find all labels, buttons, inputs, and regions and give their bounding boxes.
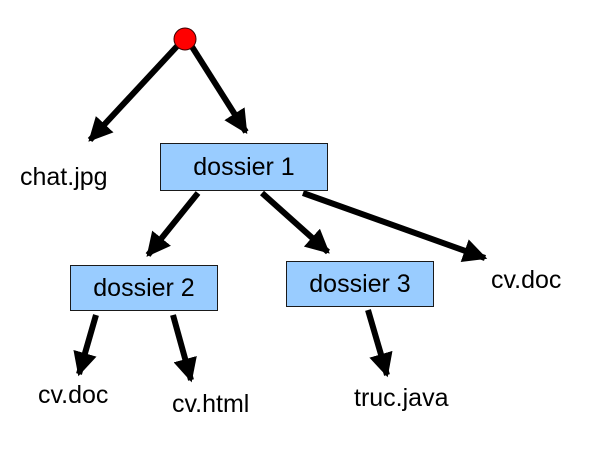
- edge-folder-2-to-cvdoc: [73, 314, 99, 377]
- root-node: [173, 27, 197, 51]
- folder-node-dossier-1: dossier 1: [160, 143, 328, 191]
- file-label-chat-jpg: chat.jpg: [20, 163, 108, 191]
- edge-root-to-chat: [87, 39, 184, 143]
- edge-folder-2-to-cvhtml: [170, 314, 197, 383]
- folder-label: dossier 1: [193, 152, 295, 181]
- folder-label: dossier 3: [309, 269, 411, 298]
- edge-folder-1-to-cvdoc: [301, 190, 488, 263]
- folder-node-dossier-3: dossier 3: [286, 261, 434, 307]
- folder-node-dossier-2: dossier 2: [70, 265, 218, 311]
- edge-folder-1-to-folder-3: [260, 190, 330, 255]
- edge-folder-1-to-folder-2: [145, 191, 201, 257]
- file-label-cv-doc: cv.doc: [38, 381, 109, 409]
- file-label-cv-html: cv.html: [172, 390, 250, 418]
- file-label-cv-doc: cv.doc: [491, 266, 562, 294]
- edge-root-to-folder-1: [186, 40, 249, 135]
- file-label-truc-java: truc.java: [354, 384, 449, 412]
- edge-folder-3-to-truc: [365, 309, 393, 378]
- folder-label: dossier 2: [93, 273, 195, 302]
